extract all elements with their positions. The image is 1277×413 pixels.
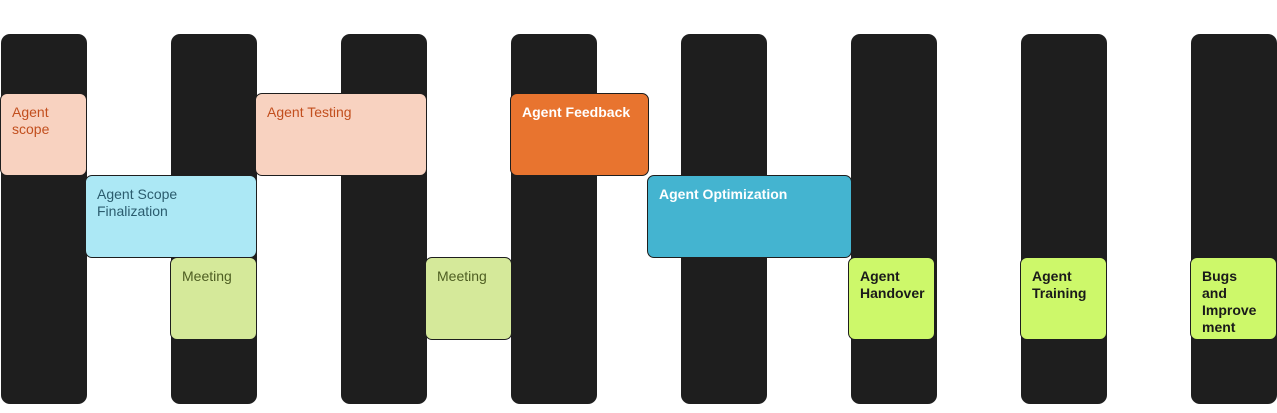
card-agent-feedback[interactable]: Agent Feedback xyxy=(510,93,649,176)
timeline-column-6 xyxy=(851,34,937,404)
card-agent-handover[interactable]: Agent Handover xyxy=(848,257,935,340)
card-agent-scope-finalization[interactable]: Agent Scope Finalization xyxy=(85,175,257,258)
card-meeting-2[interactable]: Meeting xyxy=(425,257,512,340)
timeline-column-8 xyxy=(1191,34,1277,404)
card-agent-optimization[interactable]: Agent Optimization xyxy=(647,175,852,258)
card-agent-training[interactable]: Agent Training xyxy=(1020,257,1107,340)
timeline-column-7 xyxy=(1021,34,1107,404)
card-agent-testing[interactable]: Agent Testing xyxy=(255,93,427,176)
timeline-column-4 xyxy=(511,34,597,404)
timeline-column-1 xyxy=(1,34,87,404)
card-agent-scope[interactable]: Agent scope xyxy=(0,93,87,176)
card-meeting-1[interactable]: Meeting xyxy=(170,257,257,340)
card-bugs-and-improvement[interactable]: Bugs and Improve ment xyxy=(1190,257,1277,340)
timeline-column-3 xyxy=(341,34,427,404)
